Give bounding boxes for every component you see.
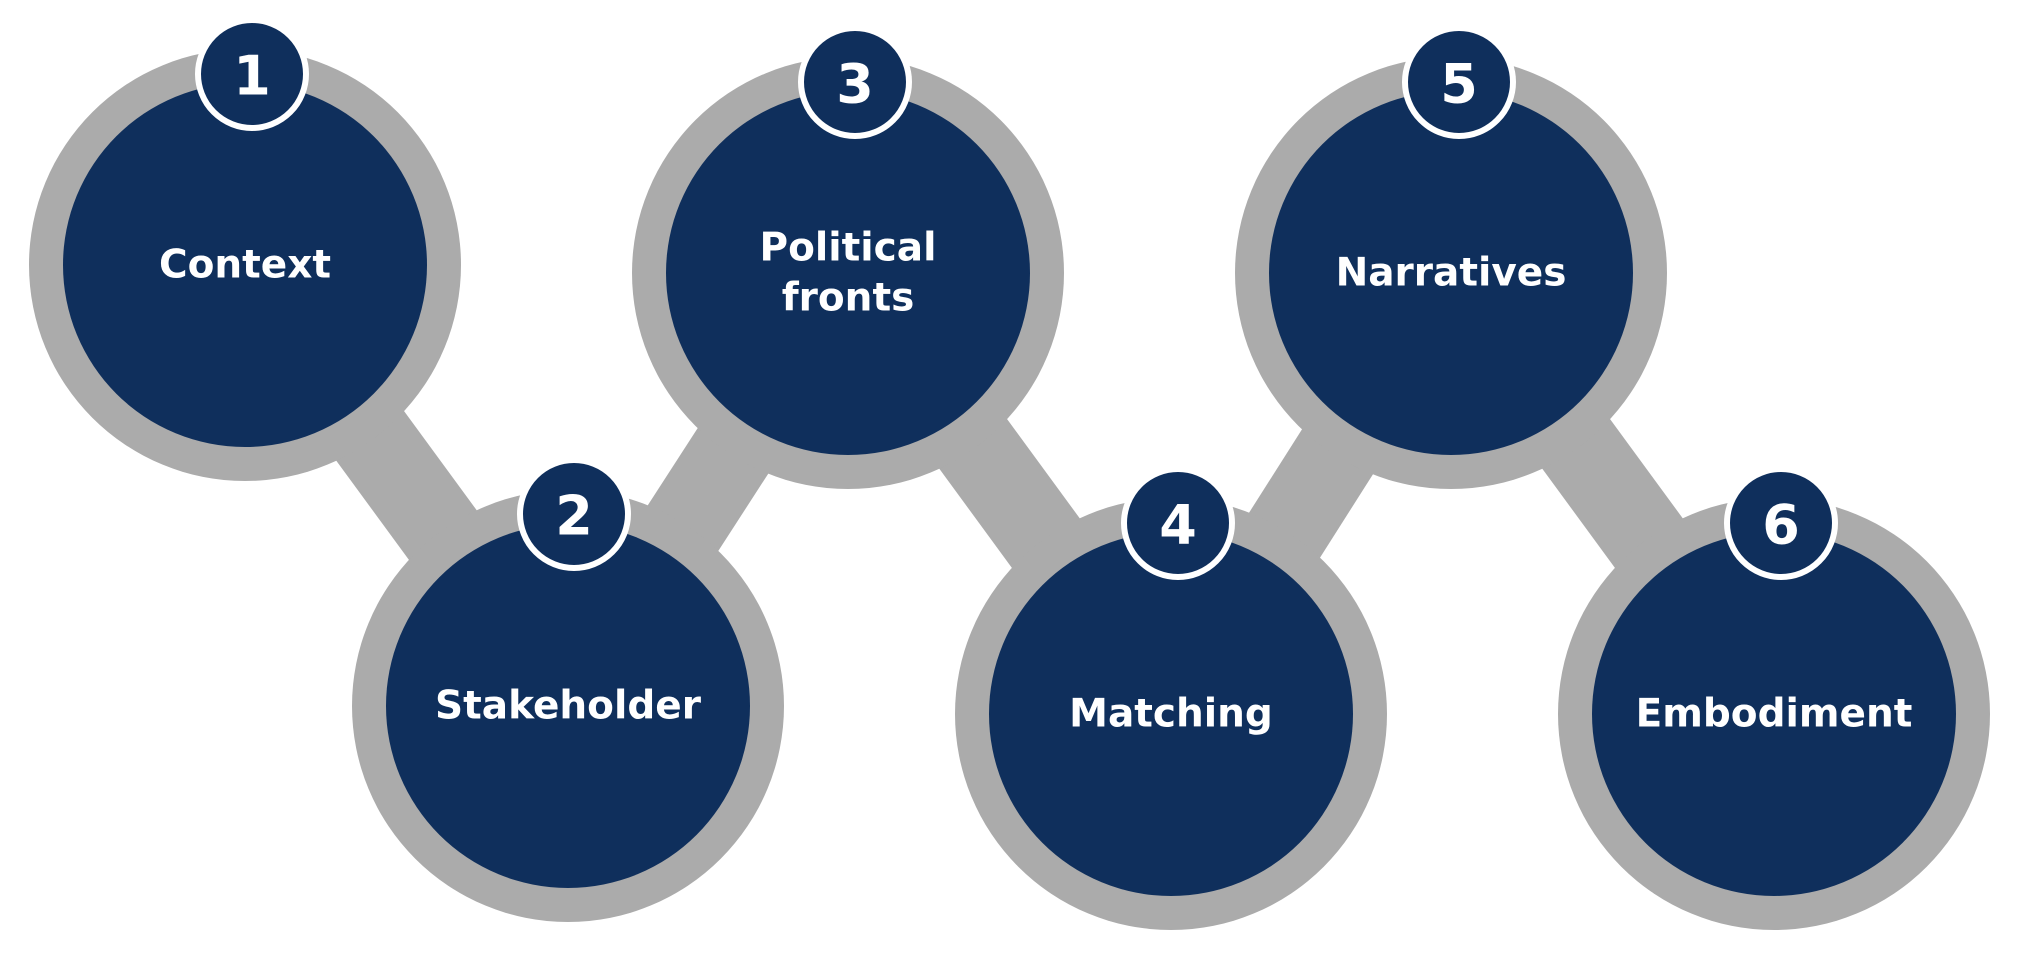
step-4: Matching 4: [955, 466, 1387, 930]
step-circle: [989, 532, 1353, 896]
step-number-badge: [195, 17, 309, 131]
step-number-badge: [1402, 25, 1516, 139]
step-circle: [1592, 532, 1956, 896]
step-label: Matching: [1069, 692, 1273, 737]
step-number: 4: [1159, 494, 1197, 557]
step-2: Stakeholder 2: [352, 457, 784, 922]
step-label: fronts: [782, 276, 915, 321]
step-circle: [666, 91, 1030, 455]
step-6: Embodiment 6: [1558, 466, 1990, 930]
step-1: Context 1: [29, 17, 461, 481]
step-number: 2: [555, 485, 593, 548]
step-label: Narratives: [1336, 251, 1567, 296]
step-label: Political: [760, 226, 937, 271]
step-label: Context: [159, 243, 331, 288]
step-number-badge: [1724, 466, 1838, 580]
step-circle: [386, 524, 750, 888]
step-number: 3: [836, 53, 874, 116]
step-number: 6: [1762, 494, 1800, 557]
step-number-badge: [517, 457, 631, 571]
step-5: Narratives 5: [1235, 25, 1667, 489]
step-number-badge: [1121, 466, 1235, 580]
step-label: Stakeholder: [435, 684, 702, 729]
step-number: 1: [233, 45, 271, 108]
step-circle: [63, 83, 427, 447]
step-number: 5: [1440, 53, 1478, 116]
step-number-badge: [798, 25, 912, 139]
step-label: Embodiment: [1636, 692, 1913, 737]
step-circle: [1269, 91, 1633, 455]
step-3: Political fronts 3: [632, 25, 1064, 489]
